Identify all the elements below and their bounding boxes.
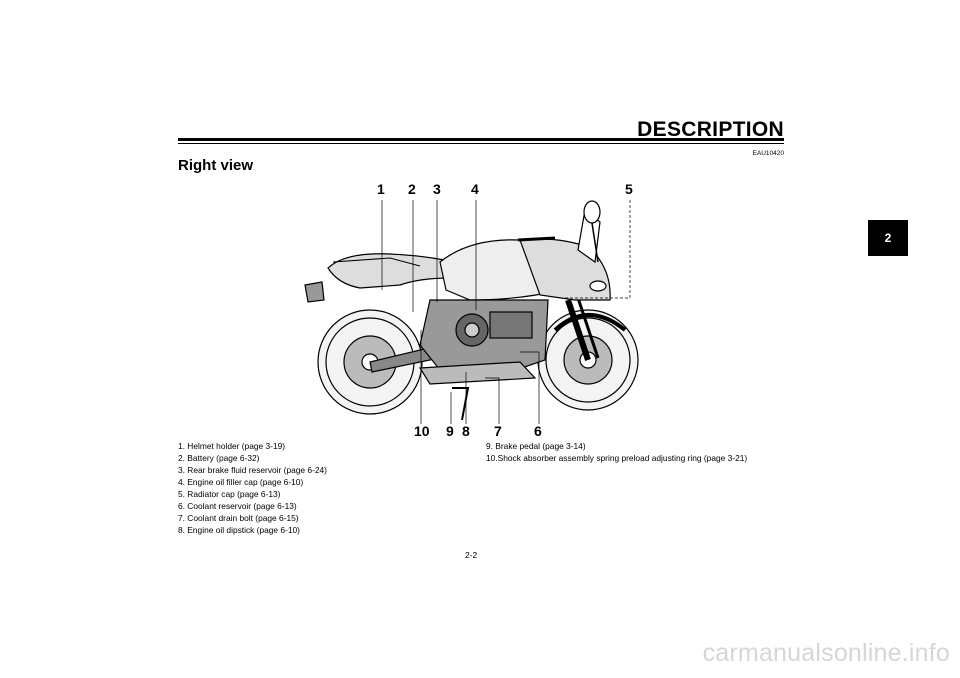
section-title: Right view (178, 157, 254, 174)
legend-item-1: 1. Helmet holder (page 3-19) (178, 441, 286, 451)
legend-item-5: 5. Radiator cap (page 6-13) (178, 489, 281, 499)
watermark: carmanualsonline.info (702, 639, 950, 667)
legend-item-3: 3. Rear brake fluid reservoir (page 6-24… (178, 465, 327, 475)
legend-item-9: 9. Brake pedal (page 3-14) (486, 441, 586, 451)
motorcycle-right-view-illustration (304, 200, 639, 424)
callout-5: 5 (625, 181, 633, 197)
legend-item-6: 6. Coolant reservoir (page 6-13) (178, 501, 297, 511)
callout-9: 9 (446, 423, 454, 439)
page-number: 2-2 (465, 550, 478, 560)
legend-item-8: 8. Engine oil dipstick (page 6-10) (178, 525, 300, 535)
callout-7: 7 (494, 423, 502, 439)
callout-8: 8 (462, 423, 470, 439)
callout-4: 4 (471, 181, 479, 197)
parts-legend-right: 9. Brake pedal (page 3-14) 10.Shock abso… (486, 440, 747, 464)
document-code: EAU10420 (752, 150, 784, 157)
callout-10: 10 (414, 423, 430, 439)
header-rule-thick (178, 138, 784, 141)
callout-2: 2 (408, 181, 416, 197)
legend-item-7: 7. Coolant drain bolt (page 6-15) (178, 513, 299, 523)
callout-3: 3 (433, 181, 441, 197)
callout-1: 1 (377, 181, 385, 197)
chapter-tab: 2 (868, 220, 908, 256)
header-rule-thin (178, 143, 784, 144)
legend-item-10: 10.Shock absorber assembly spring preloa… (486, 453, 748, 463)
legend-item-2: 2. Battery (page 6-32) (178, 453, 260, 463)
page-header-title: DESCRIPTION (637, 118, 784, 141)
parts-legend-left: 1. Helmet holder (page 3-19) 2. Battery … (178, 440, 327, 536)
callout-6: 6 (534, 423, 542, 439)
legend-item-4: 4. Engine oil filler cap (page 6-10) (178, 477, 304, 487)
